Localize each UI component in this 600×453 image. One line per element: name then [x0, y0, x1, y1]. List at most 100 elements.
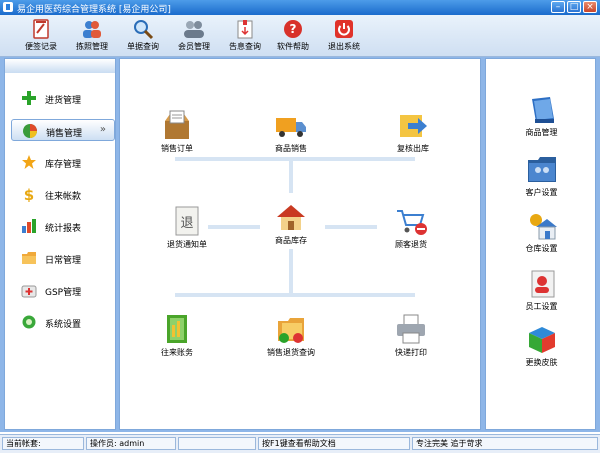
sidebar-item-sales[interactable]: 销售管理 » — [11, 119, 115, 141]
customer-folder-icon — [527, 157, 556, 182]
connector-line — [325, 225, 377, 229]
toolbar-notice-button[interactable]: 告息查询 — [226, 18, 264, 55]
connector-line — [289, 157, 293, 193]
right-item-products[interactable]: 商品管理 — [486, 95, 597, 138]
sidebar-item-purchase[interactable]: 进货管理 — [11, 87, 115, 109]
chevron-right-icon: » — [99, 124, 106, 135]
connector-line — [175, 157, 415, 161]
status-bar: 当前帐套: 操作员: admin 按F1键查看帮助文档 专注完美 追于苛求 — [0, 434, 600, 453]
workflow-label: 顾客退货 — [395, 240, 427, 249]
product-book-icon — [531, 97, 554, 123]
sidebar-item-label: 往来帐款 — [45, 192, 82, 202]
toolbar-search-button[interactable]: 单据查询 — [124, 18, 162, 55]
search-icon — [134, 20, 154, 40]
sidebar-item-inventory[interactable]: 库存管理 — [11, 151, 115, 173]
workflow-label: 商品库存 — [275, 236, 307, 245]
notice-icon — [237, 20, 253, 39]
right-item-customers[interactable]: 客户设置 — [486, 155, 597, 198]
app-icon — [3, 2, 13, 12]
right-item-label: 客户设置 — [525, 188, 558, 197]
members-icon — [184, 21, 204, 38]
right-item-label: 仓库设置 — [525, 244, 558, 253]
toolbar-label: 单据查询 — [127, 42, 159, 51]
toolbar-label: 拣照管理 — [76, 42, 108, 51]
medical-kit-icon — [21, 285, 37, 298]
toolbar-label: 便签记录 — [25, 42, 57, 51]
document-box-icon — [165, 110, 189, 139]
file-folder-icon — [278, 318, 304, 343]
close-icon[interactable]: × — [583, 1, 597, 13]
ledger-icon — [167, 315, 187, 343]
outbound-arrow-icon — [400, 115, 427, 137]
users-icon — [83, 21, 101, 38]
sidebar-item-label: 库存管理 — [45, 160, 82, 170]
workflow-customer-return[interactable]: 顾客退货 — [376, 205, 446, 250]
truck-icon — [276, 118, 306, 137]
star-icon — [22, 155, 36, 169]
toolbar-members-button[interactable]: 会员管理 — [175, 18, 213, 55]
dollar-icon: $ — [24, 186, 34, 202]
workflow-label: 往来账务 — [161, 348, 193, 357]
quick-settings-panel: 商品管理 客户设置 仓库设置 员工设置 更换皮肤 — [485, 58, 596, 430]
pie-chart-icon — [23, 124, 37, 138]
svg-text:退: 退 — [180, 216, 193, 231]
toolbar-help-button[interactable]: ? 软件帮助 — [274, 18, 312, 55]
workflow-label: 复核出库 — [397, 144, 429, 153]
toolbar-label: 告息查询 — [229, 42, 261, 51]
sidebar-header — [5, 59, 115, 73]
toolbar-users-button[interactable]: 拣照管理 — [73, 18, 111, 55]
workflow-product-sales[interactable]: 商品销售 — [256, 109, 326, 154]
workflow-label: 商品销售 — [275, 144, 307, 153]
toolbar-label: 软件帮助 — [277, 42, 309, 51]
title-bar: 易企用医药综合管理系统 [易企用公司] – □ × — [0, 0, 600, 15]
svg-text:$: $ — [24, 186, 34, 202]
right-item-label: 员工设置 — [525, 302, 558, 311]
toolbar-label: 会员管理 — [178, 42, 210, 51]
return-document-icon: 退 — [175, 206, 199, 236]
folder-icon — [22, 252, 36, 264]
power-icon — [335, 20, 353, 38]
sidebar-item-gsp[interactable]: GSP管理 — [11, 279, 115, 301]
workflow-label: 销售订单 — [161, 144, 193, 153]
house-icon — [277, 205, 305, 230]
right-item-skin[interactable]: 更换皮肤 — [486, 325, 597, 368]
toolbar-exit-button[interactable]: 退出系统 — [325, 18, 363, 55]
workflow-quick-print[interactable]: 快递打印 — [376, 313, 446, 358]
cart-return-icon — [397, 210, 427, 235]
workflow-label: 快递打印 — [395, 348, 427, 357]
workflow-review-outbound[interactable]: 复核出库 — [378, 109, 448, 154]
right-item-label: 更换皮肤 — [525, 358, 558, 367]
toolbar-note-button[interactable]: 便签记录 — [22, 18, 60, 55]
sidebar-item-daily[interactable]: 日常管理 — [11, 247, 115, 269]
window-title: 易企用医药综合管理系统 [易企用公司] — [17, 5, 171, 15]
workflow-sales-order[interactable]: 销售订单 — [142, 109, 212, 154]
right-item-staff[interactable]: 员工设置 — [486, 269, 597, 312]
connector-line — [289, 249, 293, 295]
workflow-label: 退货通知单 — [167, 240, 207, 249]
workflow-accounts[interactable]: 往来账务 — [142, 313, 212, 358]
sidebar-item-reports[interactable]: 统计报表 — [11, 215, 115, 237]
right-item-label: 商品管理 — [525, 128, 558, 137]
status-empty — [178, 437, 256, 450]
workflow-return-notice[interactable]: 退 退货通知单 — [152, 205, 222, 250]
help-icon: ? — [284, 20, 302, 38]
sidebar-item-settings[interactable]: 系统设置 — [11, 311, 115, 333]
minimize-icon[interactable]: – — [551, 1, 565, 13]
bar-chart-icon — [22, 219, 36, 233]
workflow-panel: 销售订单 商品销售 复核出库 退 退货通知单 商品库存 顾客退货 往来账务 销售… — [119, 58, 481, 430]
status-hint: 按F1键查看帮助文档 — [258, 437, 410, 450]
workflow-sales-return-query[interactable]: 销售退货查询 — [256, 313, 326, 358]
workflow-inventory[interactable]: 商品库存 — [256, 201, 326, 246]
sidebar-item-label: 系统设置 — [45, 320, 82, 330]
right-item-warehouse[interactable]: 仓库设置 — [486, 211, 597, 254]
main-toolbar: 便签记录 拣照管理 单据查询 会员管理 告息查询 ? 软件帮助 退出系统 — [0, 15, 600, 57]
toolbar-label: 退出系统 — [328, 42, 360, 51]
status-slogan: 专注完美 追于苛求 — [412, 437, 598, 450]
maximize-icon[interactable]: □ — [567, 1, 581, 13]
svg-text:?: ? — [290, 22, 297, 36]
connector-line — [208, 225, 260, 229]
sidebar-item-label: 进货管理 — [45, 96, 82, 106]
plus-icon — [22, 91, 36, 105]
sidebar: 进货管理 销售管理 » 库存管理 $ 往来帐款 统计报表 日常管理 GSP管理 … — [4, 58, 116, 430]
sidebar-item-accounts[interactable]: $ 往来帐款 — [11, 183, 115, 205]
